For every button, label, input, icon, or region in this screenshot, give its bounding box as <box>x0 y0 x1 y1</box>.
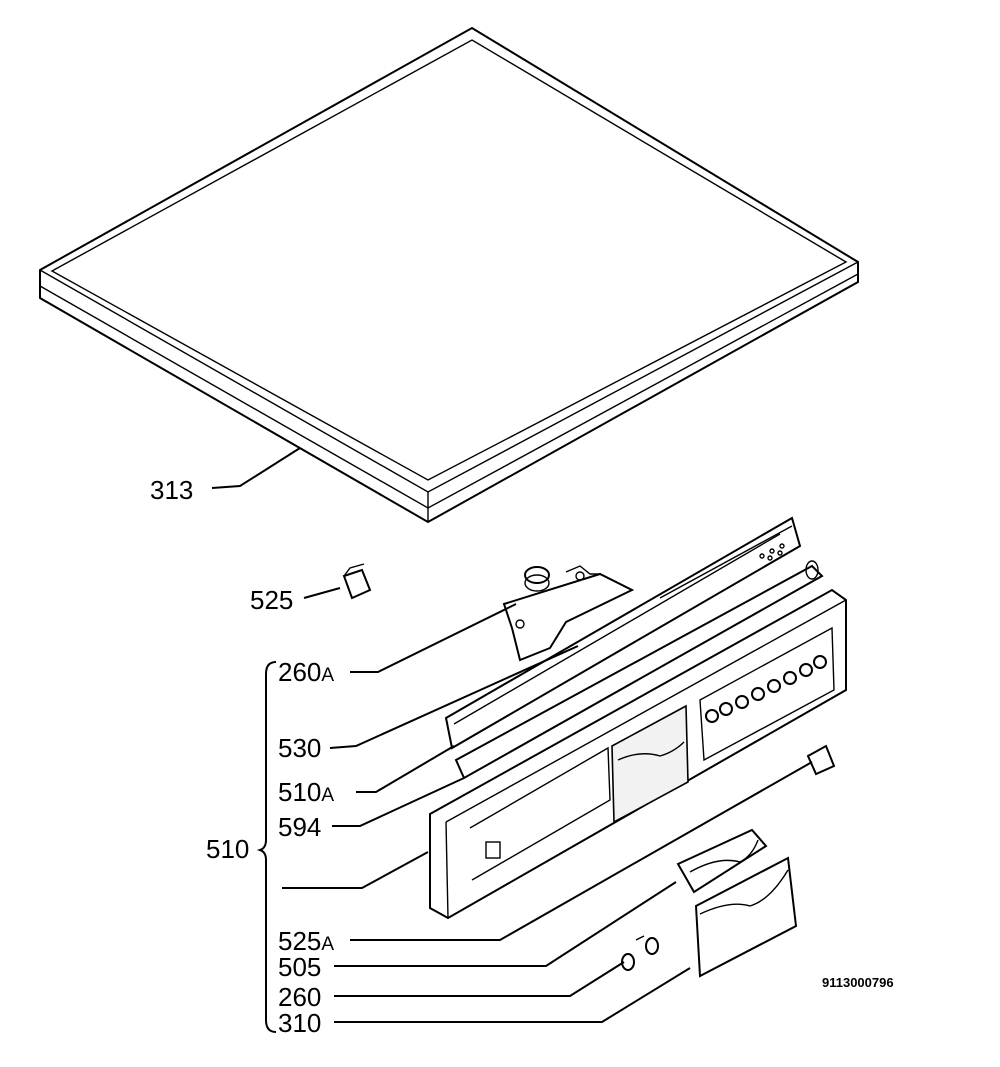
label-510: 510 <box>206 834 249 864</box>
clip-525A <box>806 744 836 776</box>
part-labels: 313 525 260A 530 510A 594 510 525A 505 2… <box>150 475 894 1038</box>
label-510A: 510A <box>278 777 334 807</box>
label-530: 530 <box>278 733 321 763</box>
worktop-313 <box>39 26 859 524</box>
label-594: 594 <box>278 812 321 842</box>
bar-510A <box>454 560 824 780</box>
handle-insert-505 <box>676 828 768 894</box>
control-strip-530 <box>444 516 802 750</box>
label-505: 505 <box>278 952 321 982</box>
spring-260 <box>621 935 659 971</box>
hinge-bracket-260A <box>502 565 635 662</box>
handle-310 <box>694 856 798 978</box>
clip-525 <box>342 563 372 600</box>
label-260: 260 <box>278 982 321 1012</box>
label-313: 313 <box>150 475 193 505</box>
control-panel-510 <box>429 588 847 920</box>
label-260A: 260A <box>278 657 334 687</box>
label-525: 525 <box>250 585 293 615</box>
drawing-number: 9113000796 <box>822 975 894 990</box>
leader-lines <box>211 447 813 1033</box>
label-525A: 525A <box>278 926 334 956</box>
label-310: 310 <box>278 1008 321 1038</box>
